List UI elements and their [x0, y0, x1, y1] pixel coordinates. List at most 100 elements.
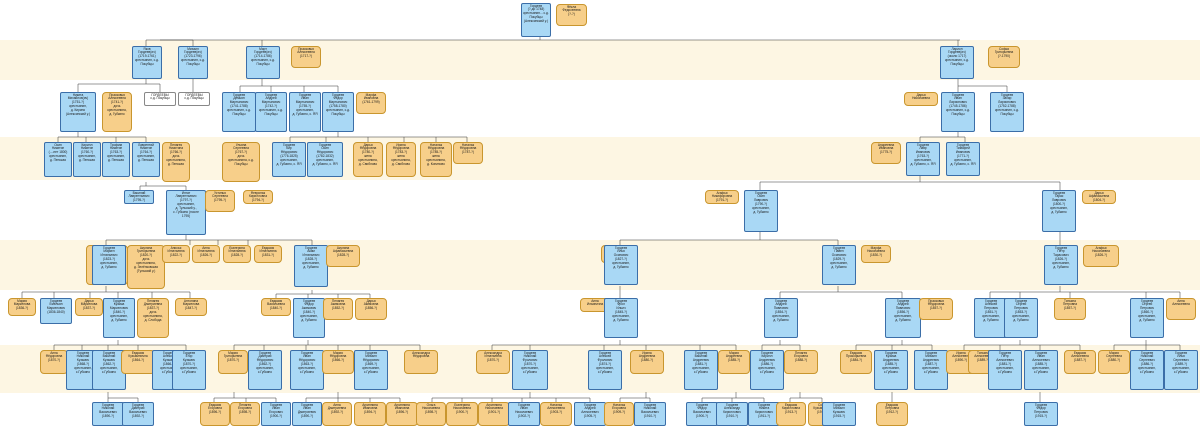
person-node: Гордеев Маркел Игнатьевич (1823-?) крест… — [92, 245, 126, 285]
person-node: Агриппина Ивановна (1894-?) — [354, 402, 386, 426]
person-node: Ульяна Сергеевна (1767-?) дочь крестьяни… — [222, 142, 260, 182]
person-node: Гордеев Михаил Фёдорович (1869-?) кресть… — [354, 350, 388, 390]
person-node: Гордеев Фёдор Васильевич (1900-?) — [686, 402, 718, 426]
person-node: Пелагея Дмитриевна (1837-?) дочь крестья… — [137, 298, 169, 338]
person-node: Мария Маркелова (1836-?) — [8, 298, 36, 316]
person-node: Гордеев Иван Алексеевич (1885-?) крестья… — [1024, 350, 1058, 390]
person-node: Екатерина Игнатьевна (1828-?) — [223, 245, 251, 263]
person-node: Пелагея Акимовна (1852-?) — [323, 298, 353, 320]
person-node: Гордеев Фёдор Акимович (1840-?) крестьян… — [293, 298, 325, 338]
person-node: Гордеев Дмитрий Фёдорович (1862-?) крест… — [248, 350, 282, 390]
person-node: Гордеев Кир Фёдорович (1776-1825) кресть… — [272, 142, 306, 177]
person-node: Наталья Алексеевна (1903-?) — [540, 402, 572, 426]
person-node: Гордеев Николай Васильевич (1890-?) — [92, 402, 124, 426]
person-node: Гордеев Тимофей Иванович (1771-?) кресть… — [946, 142, 980, 176]
person-node: Анна Алексеевна — [1166, 298, 1196, 320]
person-node: Агафья Николаевна (1826-?) — [1083, 245, 1119, 267]
person-node: Гордеев Никита Кириллович (1911-?) — [748, 402, 780, 426]
person-node: Гордеев Андрей Мартынович (1742-?) крест… — [255, 92, 287, 132]
person-node: Гордеев Николай Сергеевич (1886-?) крест… — [1130, 350, 1164, 390]
person-node: Гордеев Захар Ларионович (1752-1788) кре… — [990, 92, 1024, 132]
generation-band-3 — [0, 137, 1200, 180]
person-node: Гордеев Иван Мартынович (1755-?) крестья… — [289, 92, 321, 132]
person-node: Гордеев (?-до 1748) крестьянин... с.д. П… — [521, 3, 551, 37]
person-node: Анна Ильинична — [580, 298, 610, 312]
person-node: Дарья Николаевна — [904, 92, 938, 106]
person-node: Гордеев Михаил Кузьмич (1915-?) — [822, 402, 856, 426]
person-node: Яков Гордеев(ич) (1719-1761) крестьянин,… — [132, 46, 162, 79]
person-node: Агриппина Николаевна (1901-?) — [478, 402, 510, 426]
person-node: Гордеев Дмитрий Васильевич (1892-?) — [122, 402, 154, 426]
person-node: Агафья Никифоровна (1791-?) — [705, 190, 739, 204]
person-node: Михаил Гордеев(ич) (1723-1796) крестьяни… — [178, 46, 208, 79]
person-node: Гордеев Кузьма Андреевич (1885-?) кресть… — [874, 350, 908, 390]
person-node: Гордеев Лавр Иванович (1763-?) крестьяни… — [906, 142, 940, 176]
person-node: Анна Дмитриевна (1892-?) — [322, 402, 352, 426]
person-node: Ларион Гордеев(ич) (около 1717) крестьян… — [940, 46, 974, 79]
person-node: Александра Фёдоровна — [404, 350, 438, 374]
person-node: Гордеев Андрей Павлович (1854-?) крестья… — [764, 298, 798, 338]
person-node: Александра Игнатьевна (1870-?) — [476, 350, 510, 374]
person-node: Акулина Григорьевна (1820-?) дочь кресть… — [127, 245, 165, 289]
person-node: Евдокия Кузьминична (1864-?) — [121, 350, 155, 374]
person-node: Наталья Егоровна (1909-?) — [604, 402, 634, 426]
person-node: Евдокия Алексеевна (1887-?) — [1064, 350, 1096, 374]
person-node: Кирилл Никитин (1760-?) крестьянин, д. П… — [73, 142, 101, 177]
person-node: Март Гордеев(ич) (1714-1786) крестьянин,… — [246, 46, 280, 79]
person-node: Гордеев Николай Фролович (1870-?) кресть… — [512, 350, 548, 390]
person-node: Мария Андреевна (1885-?) — [718, 350, 750, 374]
person-node: Пелагея Егоровна (1888-?) — [784, 350, 818, 374]
person-node: Гордеев Фрол Ильич (1845-?) крестьянин, … — [604, 298, 638, 338]
person-node: Евдокия Петровна (1912-?) — [876, 402, 908, 426]
person-node: Устинья Сергеевна (1795-?) — [205, 190, 235, 212]
person-node: Осип Никитин (...-нет 1800) крестьянин, … — [44, 142, 72, 177]
person-node: Андреевна Ивановна (1775-?) — [871, 142, 901, 164]
person-node: Гордеев Андрей Алексеевич (1905-?) — [574, 402, 606, 426]
person-node: Пелагея Егоровна (1898-?) — [230, 402, 260, 426]
person-node: Гордеев Алексей Петрович (1851-?) кресть… — [974, 298, 1008, 338]
person-node: Пелагея Никитина (1766-?) дочь крестьяни… — [162, 142, 190, 182]
person-node: Гордеев Василий Андреевич (1881-?) крест… — [684, 350, 718, 390]
person-node: Гордеев Павел Осипович (1829-?) крестьян… — [822, 245, 856, 285]
person-node: Мария Григорьевна (1870-?) — [218, 350, 248, 374]
person-node: Евдокия Васильевна (1840-?) — [261, 298, 291, 316]
person-node: Гордеев Осип Фёдорович (1782-1832) крест… — [307, 142, 343, 177]
person-node: Анна Фёдоровна (1870-?) — [40, 350, 68, 374]
person-node: ГОРДЕЕВЫ с.д. Покубцы — [178, 92, 210, 106]
person-node: Гордеев Михаил Андреевич (1887-?) кресть… — [914, 350, 948, 390]
person-node: ГОРДЕЕВЫ с.д. Покубцы — [144, 92, 176, 106]
person-node: Гордеев Василий Кузьмич (1862-?) крестья… — [92, 350, 126, 390]
person-node: Гордеев Аким Игнатьевич (1828-?) крестья… — [294, 245, 328, 287]
person-node: Прасковья Алексеевна (1741-?) дочь крест… — [102, 92, 132, 132]
person-node: Лаврентий Никитин (1764-?) крестьянин, д… — [132, 142, 160, 177]
person-node: Евдокия Егоровна (1896-?) — [200, 402, 230, 426]
person-node: Гордеев Николай Васильевич (1910-?) — [634, 402, 666, 426]
person-node: Татьяна Петровна (1857-?) — [1054, 298, 1086, 320]
person-node: Гордеев Сергей Петрович (1860-?) крестья… — [1130, 298, 1164, 338]
person-node: Наталья Фёдоровна (1787-?) — [453, 142, 483, 164]
person-node: Гордеев Андрей Павлович (1856-?) крестья… — [885, 298, 921, 338]
person-node: Мария Фёдоровна (1866-?) — [322, 350, 354, 374]
person-node: Ирина Фёдоровна (1783-?) жена крестьянин… — [386, 142, 416, 177]
person-node: Прасковья Алексеевна (1717-?) — [291, 46, 321, 68]
person-node: Гордеев Пётр Тарасович (1826-?) крестьян… — [1044, 245, 1078, 285]
person-node: Акулина Афанасьевна (1828-?) — [326, 245, 360, 267]
person-node: Гордеев Иван Егорович (1900-?) — [261, 402, 291, 426]
person-node: Дарья Маркелова (1837-?) — [75, 298, 103, 316]
person-node: Фёкла Федосеевна (?-?) — [556, 4, 587, 26]
person-node: Антонина Маркелова (1847-?) — [175, 298, 207, 316]
person-node: Игнат Лаврентьевич (1797-?) крестьянин, … — [166, 190, 206, 235]
person-node: Евдокия Игнатьевна (1831-?) — [254, 245, 282, 263]
person-node: Гордеев Кузьма Маркелович (1840-?) крест… — [103, 298, 135, 338]
person-node: Дарья Акимовна (1856-?) — [355, 298, 387, 320]
person-node: Дарья Фёдоровна (1780-?) жена крестьянин… — [353, 142, 383, 177]
person-node: Гордеев Иван Николаевич (1902-?) — [508, 402, 540, 426]
person-node: Евдокия Кирилловна (1913-?) — [776, 402, 806, 426]
person-node: Гордеев Сергей Петрович (1853-?) крестья… — [1004, 298, 1038, 338]
person-node: Никита Михайлов(ич) (1751-?) крестьянин,… — [60, 92, 96, 132]
person-node: Гордеев Иван Фёдорович (1863-?) крестьян… — [290, 350, 324, 390]
person-node: Гордеев Фёдор Петрович (1915-?) — [1024, 402, 1058, 426]
person-node: Гордеев Пётр Алексеевич (1881-?) крестья… — [988, 350, 1022, 390]
person-node: Софья Григорьевна (?-1790) — [988, 46, 1020, 68]
